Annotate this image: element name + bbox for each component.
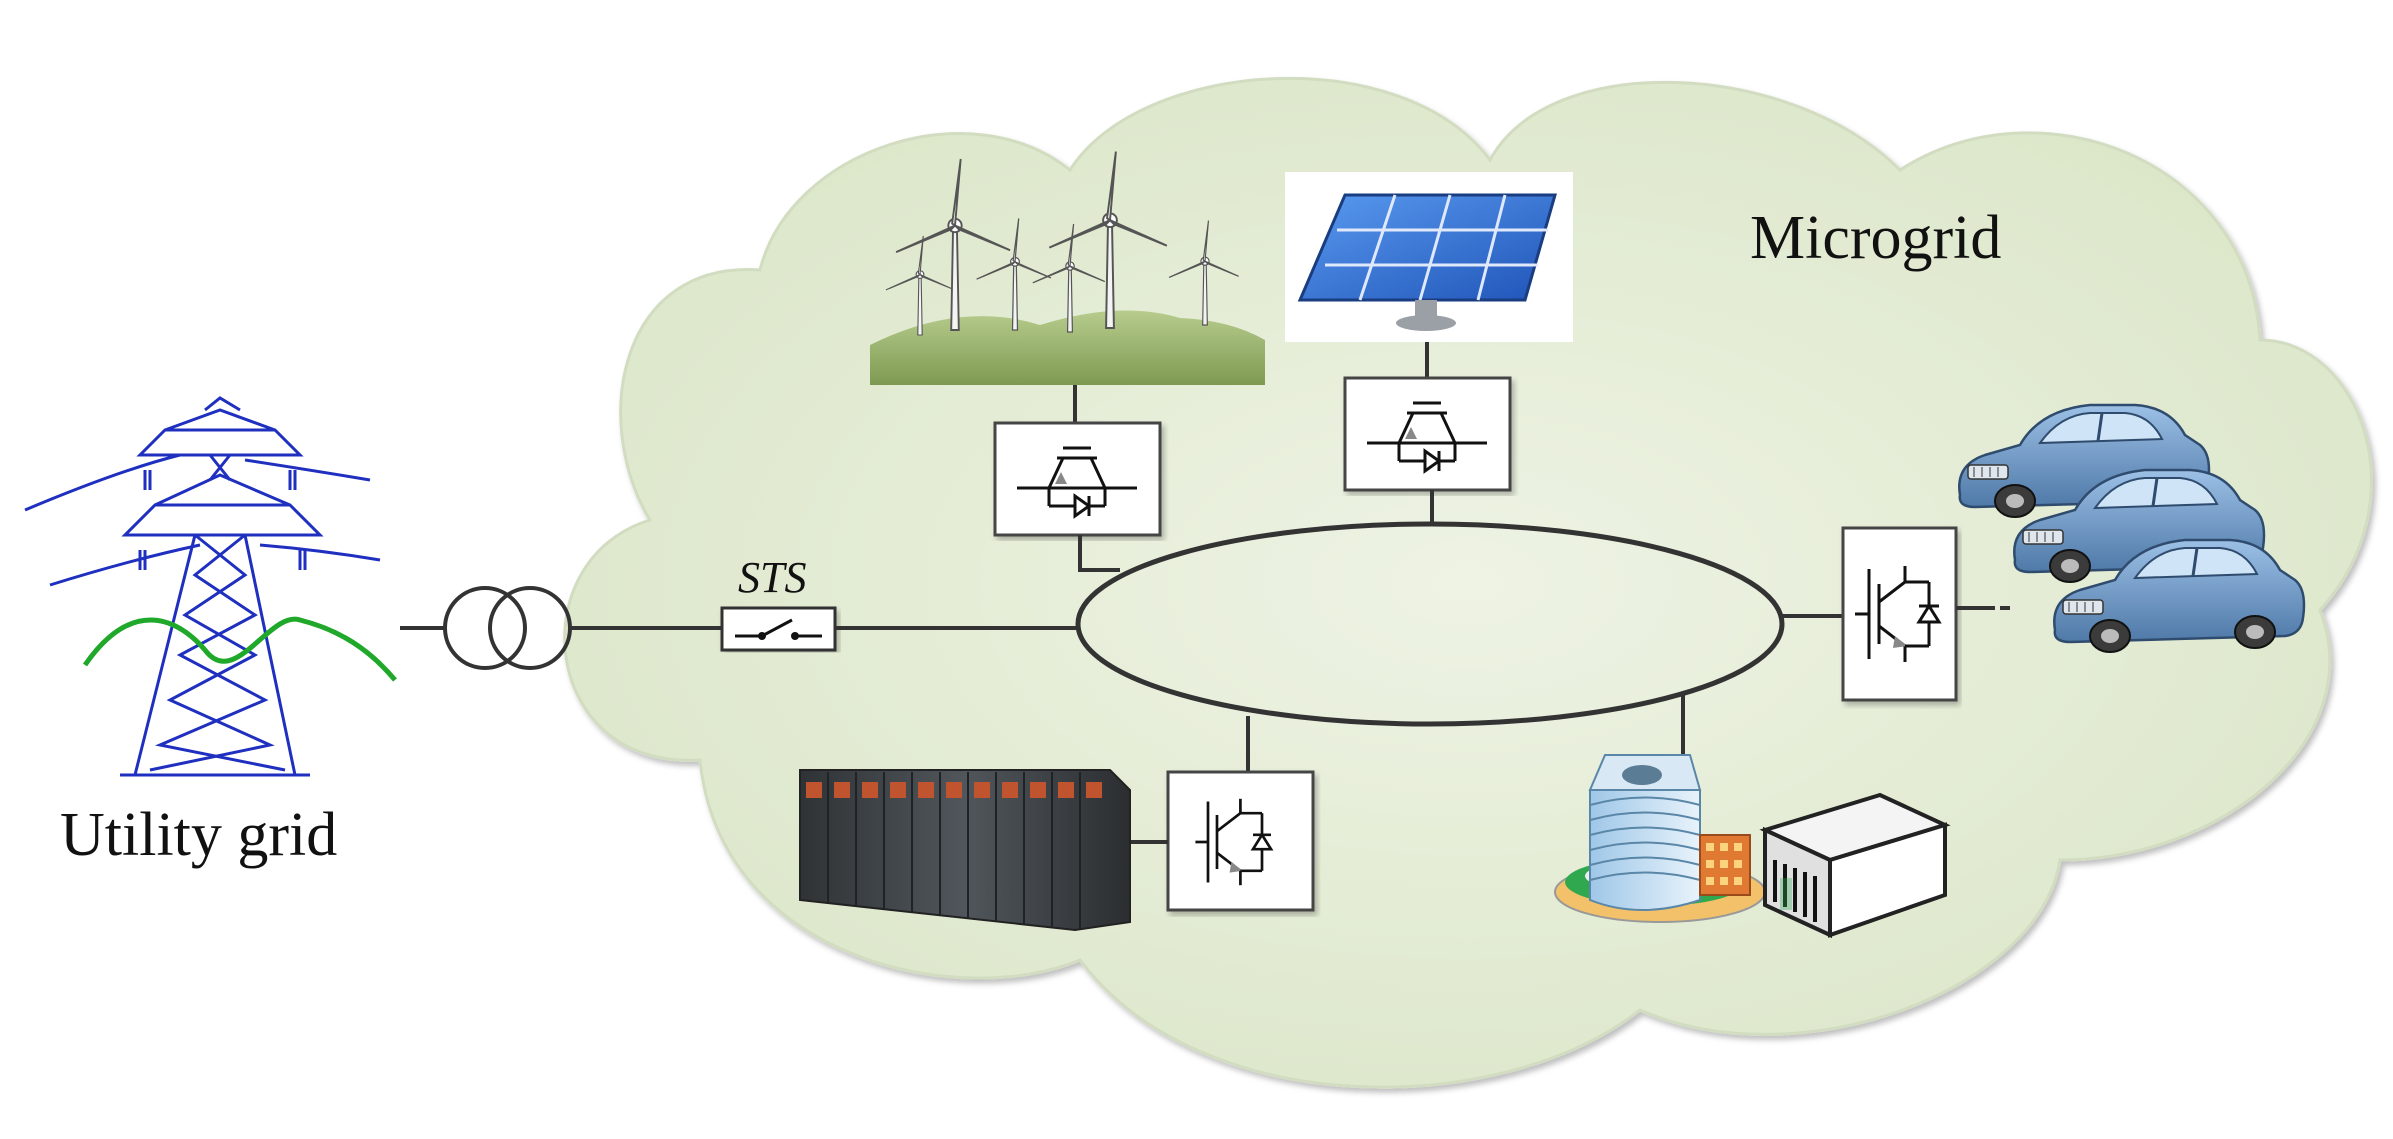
utility-grid-label: Utility grid	[60, 801, 337, 869]
wind-converter	[993, 421, 1162, 537]
battery-converter	[1166, 770, 1315, 912]
transformer-icon	[443, 586, 572, 670]
ac-waveform-icon	[82, 616, 397, 682]
sts-switch	[720, 606, 837, 652]
server-rack-icon	[1759, 792, 1951, 939]
battery-storage-icon	[799, 769, 1131, 932]
utility-tower-icon	[24, 396, 381, 777]
building-load-icon	[1554, 754, 1766, 923]
solar-panel-icon	[1285, 172, 1573, 342]
microgrid-label: Microgrid	[1750, 204, 2001, 272]
ev-converter	[1841, 526, 1958, 702]
solar-converter	[1343, 376, 1512, 492]
sts-label: STS	[738, 553, 806, 602]
wind-turbines-icon	[870, 150, 1265, 385]
